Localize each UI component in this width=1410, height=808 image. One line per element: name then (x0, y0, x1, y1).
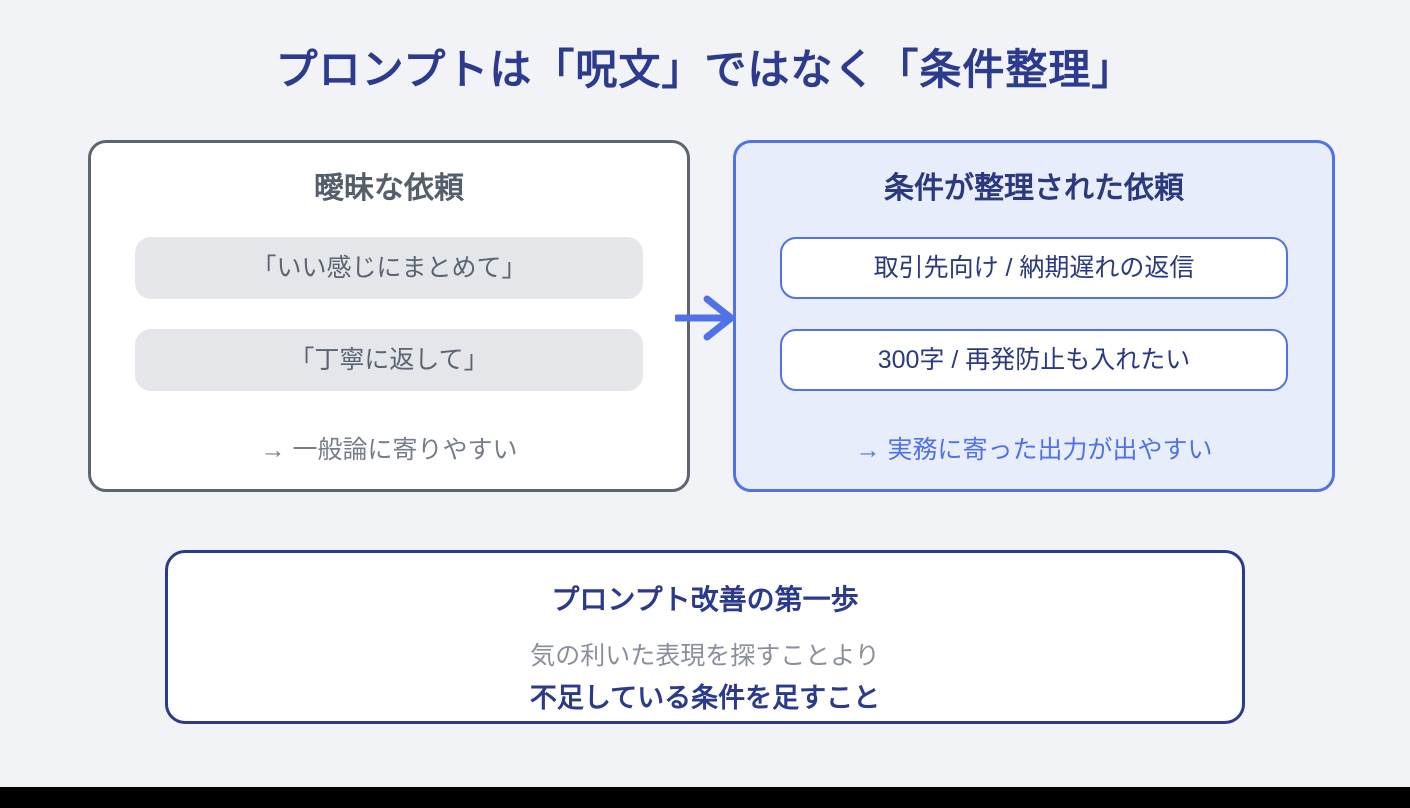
ambiguous-request-box-title: 曖昧な依頼 (314, 172, 464, 205)
takeaway-title: プロンプト改善の第一歩 (551, 584, 859, 615)
ambiguous-request-footer: → 一般論に寄りやすい (260, 436, 518, 464)
ambiguous-example-1: 「いい感じにまとめて」 (135, 237, 643, 299)
organized-request-footer: → 実務に寄った出力が出やすい (855, 436, 1213, 464)
page-title: プロンプトは「呪文」ではなく「条件整理」 (275, 46, 1135, 93)
organized-request-box: 条件が整理された依頼 取引先向け / 納期遅れの返信 300字 / 再発防止も入… (733, 140, 1335, 492)
ambiguous-request-box: 曖昧な依頼 「いい感じにまとめて」 「丁寧に返して」 → 一般論に寄りやすい (88, 140, 690, 492)
ambiguous-example-2: 「丁寧に返して」 (135, 329, 643, 391)
takeaway-line-primary: 不足している条件を足すこと (529, 682, 881, 713)
organized-condition-1: 取引先向け / 納期遅れの返信 (780, 237, 1288, 299)
right-arrow-icon (675, 295, 735, 341)
organized-condition-2: 300字 / 再発防止も入れたい (780, 329, 1288, 391)
bottom-letterbox-bar (0, 787, 1410, 808)
organized-request-box-title: 条件が整理された依頼 (884, 172, 1184, 205)
takeaway-box: プロンプト改善の第一歩 気の利いた表現を探すことより 不足している条件を足すこと (165, 550, 1245, 724)
takeaway-line-secondary: 気の利いた表現を探すことより (530, 641, 880, 670)
